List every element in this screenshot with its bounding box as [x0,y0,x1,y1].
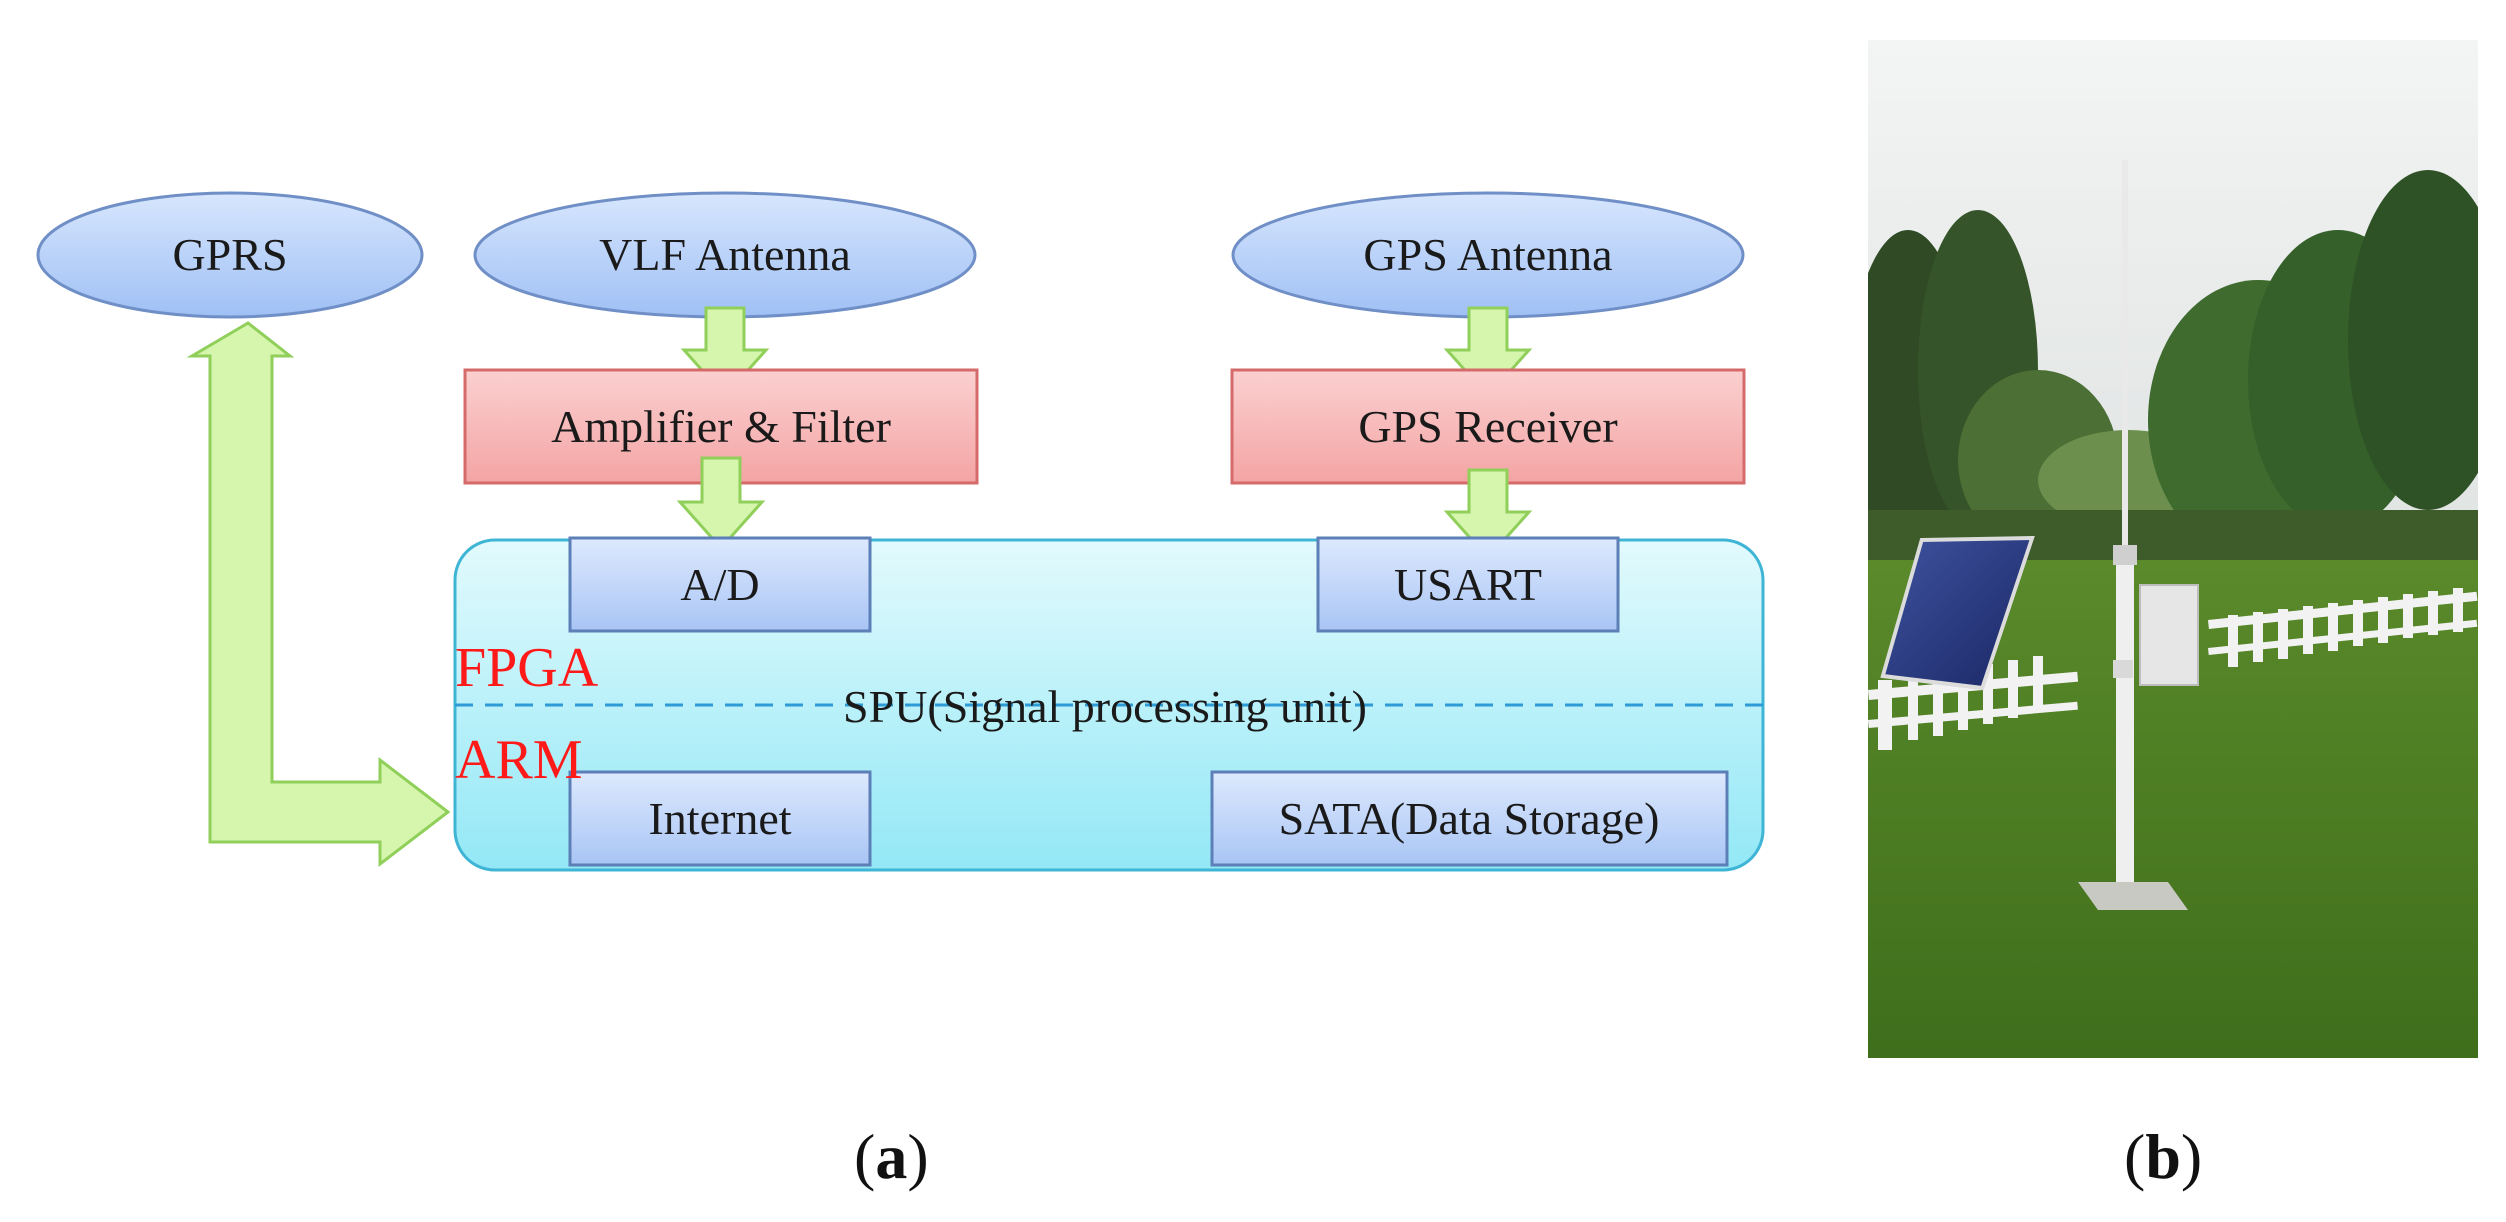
ad-label: A/D [680,559,759,610]
gprs-ellipse [36,191,424,319]
usart-box [1316,536,1620,633]
amplifier-to-ad-arrow [676,456,766,551]
gps-receiver-label: GPS Receiver [1358,401,1617,452]
antenna-mast [2122,160,2128,560]
receiver-to-usart-arrow [1443,468,1533,561]
gprs-label: GPRS [172,229,287,280]
vlf-antenna-label: VLF Antenna [599,229,851,280]
caption-a: (a) [854,1121,929,1192]
arm-label: ARM [455,729,583,791]
station-photo-illustration [1868,40,2478,1058]
concrete-base [2078,882,2188,910]
trees [1868,170,2478,570]
equipment-box [2139,584,2199,686]
amplifier-filter-label: Amplifier & Filter [551,401,891,452]
caption-a-letter: a [875,1121,908,1192]
gps-receiver-box [1230,368,1746,485]
internet-label: Internet [648,793,791,844]
fpga-label: FPGA [455,637,599,699]
ad-box [568,536,872,633]
spu-label: SPU(Signal processing unit) [843,681,1367,732]
system-block-diagram: GPRS VLF Antenna GPS Antenna Amplifier &… [36,191,1765,872]
caption-b-letter: b [2145,1121,2181,1192]
support-pole [2116,560,2134,890]
panel-bracket [2113,660,2133,678]
internet-box [568,770,872,867]
solar-panel [1880,535,2035,691]
sata-label: SATA(Data Storage) [1279,793,1660,844]
gprs-spu-arrow [186,321,451,868]
caption-b: (b) [2124,1121,2203,1192]
gps-antenna-label: GPS Antenna [1363,229,1612,280]
pole-collar [2113,545,2137,565]
usart-label: USART [1394,559,1542,610]
station-photo [1868,40,2478,1058]
sata-box [1210,770,1729,867]
